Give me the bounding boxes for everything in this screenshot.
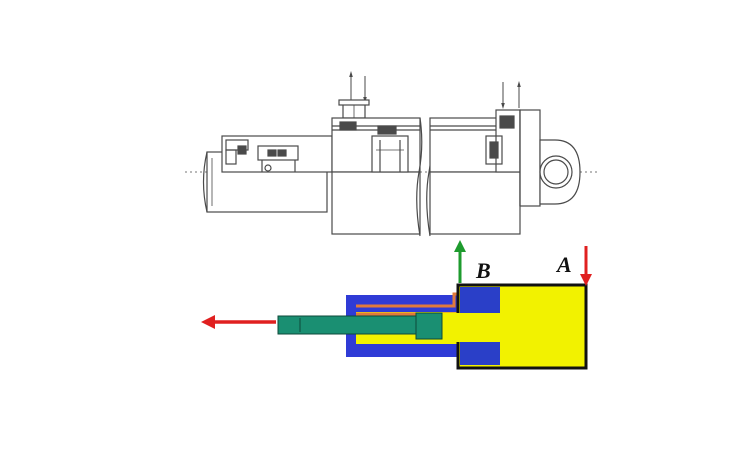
color-schematic: B A <box>201 240 592 370</box>
drawing-gland-housing <box>221 135 333 173</box>
technical-drawing <box>185 71 600 237</box>
rod-collar <box>415 312 443 340</box>
drawing-clevis-eye <box>539 139 581 205</box>
drawing-end-cap <box>485 109 541 207</box>
piston-inner-channel <box>442 313 500 342</box>
drawing-barrel-left <box>331 117 421 235</box>
port-a-label: A <box>555 252 572 277</box>
port-flow-arrows-left <box>349 71 367 103</box>
port-flow-arrows-right <box>501 81 521 109</box>
drawing-port-boss-left <box>338 99 370 119</box>
port-b-label: B <box>475 258 491 283</box>
